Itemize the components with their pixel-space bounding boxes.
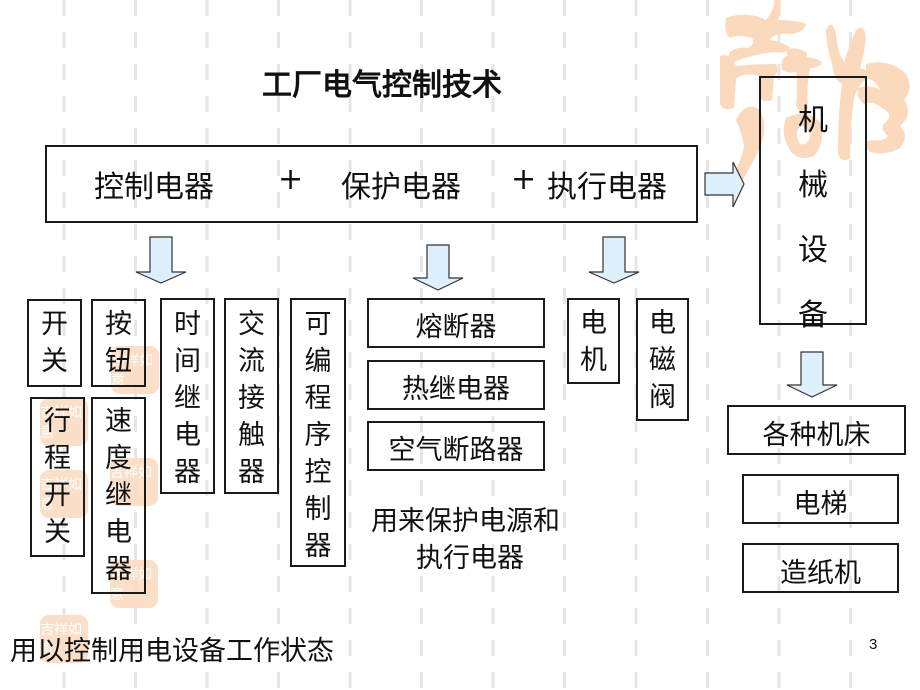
execution-item-box bbox=[636, 298, 689, 421]
control-item-box bbox=[224, 298, 279, 494]
execution-item-label: 电 机 bbox=[567, 305, 620, 379]
machinery-equipment-box bbox=[759, 76, 867, 325]
char: 可 bbox=[304, 309, 332, 340]
char: 接 bbox=[238, 383, 265, 414]
protection-note: 执行电器 bbox=[416, 543, 524, 574]
machine-example-box bbox=[742, 474, 899, 524]
char: 继 bbox=[105, 480, 132, 511]
char: 开 bbox=[41, 309, 68, 340]
plus-sign: + bbox=[278, 162, 304, 197]
protection-item-box bbox=[367, 298, 545, 348]
char: 钮 bbox=[105, 346, 132, 377]
plus-sign: + bbox=[511, 162, 537, 197]
control-item-label: 速 度 继 电 器 bbox=[91, 403, 146, 588]
seal-decoration: 吉祥如意 bbox=[40, 398, 88, 446]
arrow-right-icon bbox=[704, 161, 745, 208]
char: 器 bbox=[304, 531, 332, 562]
control-item-label: 可 编 程 序 控 制 器 bbox=[290, 306, 346, 565]
char: 关 bbox=[41, 346, 68, 377]
char: 械 bbox=[798, 168, 828, 203]
char: 电 bbox=[105, 517, 132, 548]
char: 间 bbox=[174, 346, 201, 377]
char: 阀 bbox=[649, 382, 676, 413]
seal-decoration: 吉祥如意 bbox=[110, 458, 158, 506]
main-equation-box bbox=[45, 145, 698, 223]
char: 速 bbox=[105, 406, 132, 437]
calligraphy-decoration bbox=[720, 0, 910, 183]
protection-item-label: 空气断路器 bbox=[388, 435, 524, 466]
char: 继 bbox=[174, 383, 201, 414]
control-item-label: 时 间 继 电 器 bbox=[160, 306, 215, 491]
execution-electrical-label: 执行电器 bbox=[547, 170, 667, 205]
machine-example-box bbox=[727, 405, 906, 455]
control-item-label: 交 流 接 触 器 bbox=[224, 306, 279, 491]
char: 制 bbox=[304, 494, 332, 525]
control-item-box bbox=[91, 397, 146, 594]
control-item-box bbox=[30, 397, 85, 557]
machine-example-label: 造纸机 bbox=[780, 558, 861, 589]
control-item-label: 开 关 bbox=[27, 306, 82, 380]
char: 器 bbox=[174, 457, 201, 488]
char: 时 bbox=[174, 309, 201, 340]
char: 器 bbox=[105, 554, 132, 585]
char: 电 bbox=[649, 308, 676, 339]
arrow-down-icon bbox=[588, 236, 640, 284]
char: 按 bbox=[105, 309, 132, 340]
char: 编 bbox=[304, 346, 332, 377]
char: 程 bbox=[304, 383, 332, 414]
char: 行 bbox=[44, 406, 71, 437]
seal-decoration: 吉祥如意 bbox=[110, 560, 158, 608]
control-item-label: 按 钮 bbox=[91, 306, 146, 380]
protection-item-box bbox=[367, 360, 545, 410]
protection-item-label: 熔断器 bbox=[415, 312, 497, 343]
char: 程 bbox=[44, 443, 71, 474]
control-note: 用以控制用电设备工作状态 bbox=[10, 636, 334, 667]
control-item-box bbox=[91, 299, 146, 387]
machine-example-label: 各种机床 bbox=[762, 420, 871, 451]
char: 机 bbox=[798, 103, 828, 138]
execution-item-box bbox=[567, 298, 620, 384]
char: 关 bbox=[44, 517, 71, 548]
protection-item-box bbox=[367, 421, 545, 471]
char: 触 bbox=[238, 420, 265, 451]
char: 开 bbox=[44, 480, 71, 511]
execution-item-label: 电 磁 阀 bbox=[636, 305, 689, 416]
seal-decoration: 吉祥如意 bbox=[40, 470, 88, 518]
control-item-box bbox=[160, 298, 215, 494]
control-electrical-label: 控制电器 bbox=[94, 170, 214, 205]
char: 流 bbox=[238, 346, 265, 377]
arrow-down-icon bbox=[786, 351, 838, 398]
char: 设 bbox=[798, 233, 828, 268]
protection-item-label: 热继电器 bbox=[402, 374, 510, 405]
machine-example-box bbox=[742, 543, 899, 593]
char: 序 bbox=[304, 420, 332, 451]
slide-title: 工厂电气控制技术 bbox=[262, 68, 502, 103]
char: 备 bbox=[798, 298, 828, 333]
char: 电 bbox=[174, 420, 201, 451]
protection-electrical-label: 保护电器 bbox=[341, 170, 461, 205]
char: 电 bbox=[580, 308, 607, 339]
machinery-equipment-label: 机 械 设 备 bbox=[759, 88, 867, 348]
page-number: 3 bbox=[869, 636, 878, 653]
protection-note: 用来保护电源和 bbox=[371, 506, 560, 537]
char: 机 bbox=[580, 345, 607, 376]
control-item-box bbox=[290, 298, 346, 567]
seal-decoration: 吉祥如意 bbox=[40, 615, 88, 663]
char: 度 bbox=[105, 443, 132, 474]
control-item-label: 行 程 开 关 bbox=[30, 403, 85, 551]
char: 控 bbox=[304, 457, 332, 488]
control-item-box bbox=[27, 299, 82, 387]
char: 器 bbox=[238, 457, 265, 488]
char: 磁 bbox=[649, 345, 676, 376]
char: 交 bbox=[238, 309, 265, 340]
arrow-down-icon bbox=[135, 236, 187, 284]
arrow-down-icon bbox=[412, 244, 464, 291]
machine-example-label: 电梯 bbox=[793, 489, 848, 520]
